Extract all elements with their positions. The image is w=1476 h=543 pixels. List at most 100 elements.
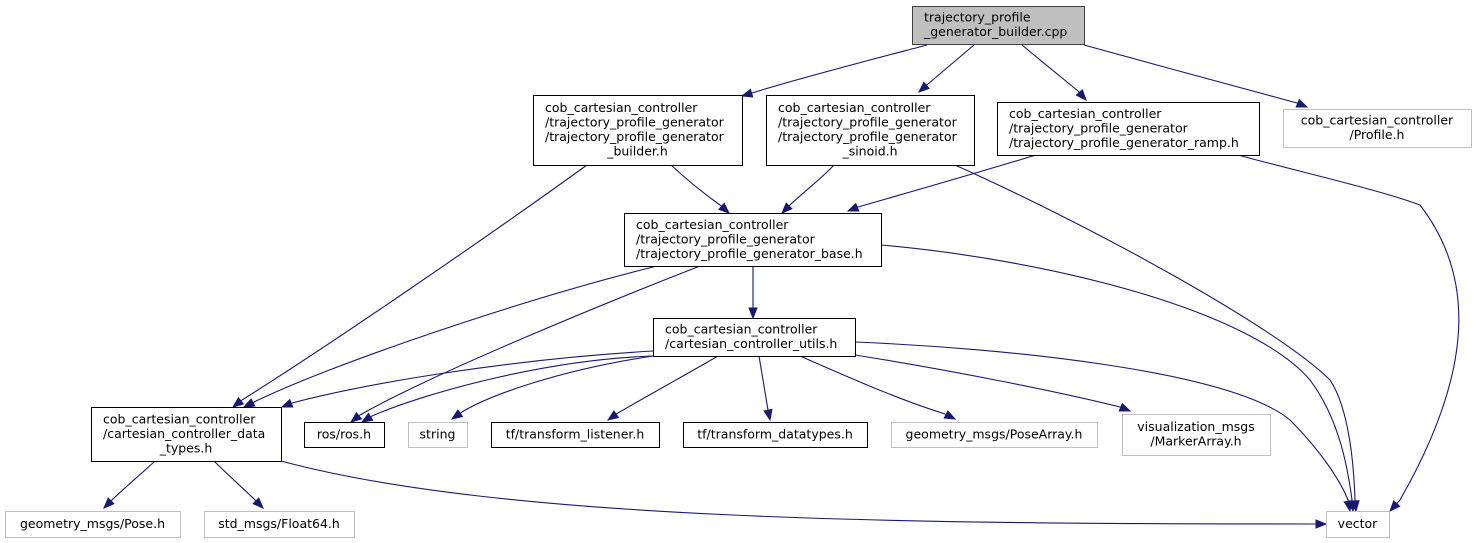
node-ros-h[interactable]: ros/ros.h bbox=[304, 422, 385, 448]
node-float64-h: std_msgs/Float64.h bbox=[204, 511, 355, 538]
arrowhead-icon bbox=[763, 408, 773, 422]
node-pose-array-h: geometry_msgs/PoseArray.h bbox=[891, 422, 1098, 448]
edge-utils_h-to-data_types_h bbox=[280, 350, 654, 408]
node-box bbox=[91, 407, 282, 462]
node-label-line: visualization_msgs bbox=[1137, 419, 1254, 434]
edge-builder_h-to-base_h bbox=[670, 164, 731, 214]
node-label-line: ros/ros.h bbox=[317, 426, 371, 441]
edge-line bbox=[880, 244, 1353, 501]
node-tf-datatypes-h[interactable]: tf/transform_datatypes.h bbox=[683, 422, 868, 448]
edge-root-to-profile_h bbox=[1083, 44, 1309, 108]
edge-line bbox=[359, 265, 701, 416]
arrowhead-icon bbox=[606, 410, 620, 421]
edge-utils_h-to-tf_datatypes_h bbox=[758, 355, 773, 422]
arrowhead-icon bbox=[1315, 519, 1328, 529]
edge-base_h-to-data_types_h bbox=[242, 265, 658, 408]
arrowhead-icon bbox=[280, 398, 294, 408]
edge-utils_h-to-tf_listener_h bbox=[606, 355, 719, 421]
node-box bbox=[491, 422, 660, 448]
edge-line-tail bbox=[926, 83, 929, 86]
node-box bbox=[1326, 511, 1390, 538]
edge-ramp_h-to-base_h bbox=[846, 154, 1037, 212]
node-ramp-h[interactable]: cob_cartesian_controller/trajectory_prof… bbox=[997, 102, 1260, 156]
edge-base_h-to-ros_h bbox=[349, 265, 701, 423]
node-box bbox=[912, 6, 1085, 45]
node-label-line: /trajectory_profile_generator bbox=[1009, 120, 1189, 135]
node-label-line: geometry_msgs/PoseArray.h bbox=[906, 426, 1083, 441]
edge-line-tail bbox=[358, 414, 361, 417]
edge-line-tail bbox=[252, 401, 255, 404]
arrowhead-icon bbox=[1118, 402, 1132, 412]
node-box bbox=[5, 511, 181, 538]
node-label-line: cob_cartesian_controller bbox=[103, 411, 256, 426]
edge-sinoid_h-to-vector bbox=[954, 164, 1360, 513]
arrowhead-icon bbox=[748, 307, 758, 320]
node-label-line: geometry_msgs/Pose.h bbox=[20, 516, 165, 531]
edge-line bbox=[253, 265, 658, 403]
node-label-line: tf/transform_datatypes.h bbox=[697, 426, 853, 441]
node-box bbox=[1122, 414, 1271, 456]
node-label-line: _sinoid.h bbox=[841, 144, 897, 159]
node-label-line: /MarkerArray.h bbox=[1150, 434, 1241, 449]
node-box bbox=[624, 213, 882, 267]
edge-root-to-builder_h bbox=[740, 44, 928, 98]
node-label-line: /cartesian_controller_utils.h bbox=[665, 336, 837, 351]
arrowhead-icon bbox=[846, 202, 860, 212]
node-box bbox=[204, 511, 355, 538]
edge-base_h-to-vector bbox=[880, 244, 1357, 513]
node-data-types-h[interactable]: cob_cartesian_controller/cartesian_contr… bbox=[91, 407, 282, 462]
node-label-line: _builder.h bbox=[606, 144, 668, 159]
edge-line bbox=[1021, 44, 1079, 92]
edge-line-tail bbox=[615, 412, 619, 415]
edge-utils_h-to-string bbox=[450, 355, 654, 420]
node-box bbox=[408, 422, 468, 448]
edge-root-to-sinoid_h bbox=[917, 44, 975, 93]
node-label-line: cob_cartesian_controller bbox=[665, 322, 818, 337]
edge-line bbox=[670, 164, 721, 206]
node-string: string bbox=[408, 422, 468, 448]
node-utils-h[interactable]: cob_cartesian_controller/cartesian_contr… bbox=[653, 318, 856, 357]
edge-line-tail bbox=[240, 399, 243, 402]
node-label-line: /cartesian_controller_data bbox=[103, 426, 265, 441]
node-box bbox=[683, 422, 868, 448]
node-label-line: /trajectory_profile_generator bbox=[778, 115, 958, 130]
edge-builder_h-to-data_types_h bbox=[231, 164, 588, 408]
edge-line bbox=[241, 164, 588, 401]
edge-line bbox=[111, 460, 156, 501]
arrowhead-icon bbox=[740, 88, 754, 98]
arrowhead-icon bbox=[1343, 499, 1353, 513]
edge-line-tail bbox=[370, 415, 373, 418]
edge-line-tail bbox=[788, 204, 791, 207]
node-label-line: cob_cartesian_controller bbox=[1301, 113, 1454, 128]
edge-line bbox=[371, 355, 654, 417]
edge-line-tail bbox=[1077, 90, 1080, 93]
node-box bbox=[997, 102, 1260, 156]
edge-utils_h-to-marker_array_h bbox=[854, 354, 1132, 412]
edge-line bbox=[1237, 154, 1460, 501]
node-label-line: vector bbox=[1338, 516, 1379, 531]
edge-line-tail bbox=[1396, 499, 1401, 504]
edge-base_h-to-utils_h bbox=[748, 266, 758, 320]
node-sinoid-h[interactable]: cob_cartesian_controller/trajectory_prof… bbox=[766, 95, 975, 166]
node-base-h[interactable]: cob_cartesian_controller/trajectory_prof… bbox=[624, 213, 882, 267]
edge-line-tail bbox=[944, 413, 947, 416]
node-label-line: /trajectory_profile_generator_base.h bbox=[636, 246, 863, 261]
node-builder-h[interactable]: cob_cartesian_controller/trajectory_prof… bbox=[533, 95, 743, 166]
edge-line bbox=[954, 164, 1356, 501]
node-label-line: string bbox=[420, 426, 456, 441]
edge-line bbox=[854, 341, 1349, 501]
arrowhead-icon bbox=[450, 409, 464, 420]
edge-line bbox=[854, 354, 1121, 408]
node-label-line: _types.h bbox=[159, 440, 213, 455]
edges-layer bbox=[103, 44, 1460, 529]
arrowhead-icon bbox=[242, 398, 256, 408]
node-label-line: trajectory_profile bbox=[924, 10, 1031, 25]
node-tf-listener-h[interactable]: tf/transform_listener.h bbox=[491, 422, 660, 448]
edge-data_types_h-to-float64_h bbox=[213, 460, 264, 509]
node-label-line: /trajectory_profile_generator bbox=[778, 129, 958, 144]
edge-utils_h-to-pose_array_h bbox=[799, 355, 957, 420]
node-label-line: /trajectory_profile_generator bbox=[636, 231, 816, 246]
edge-utils_h-to-vector bbox=[854, 341, 1353, 513]
edge-line-tail bbox=[459, 411, 463, 414]
